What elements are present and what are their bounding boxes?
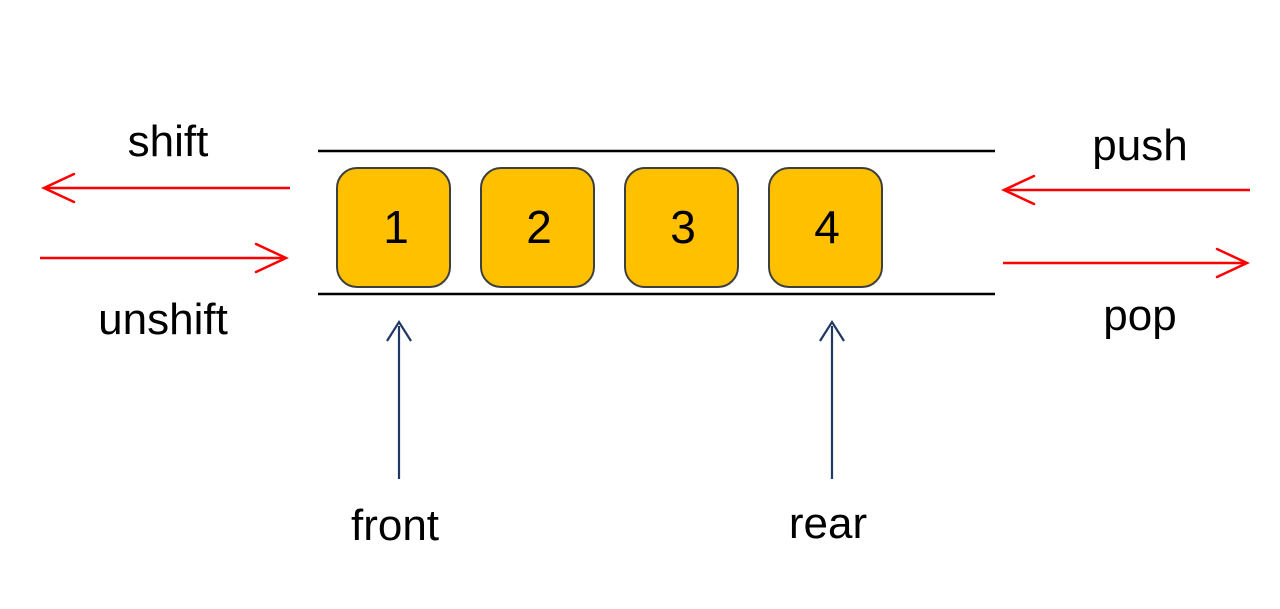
front-pointer: front xyxy=(351,319,439,550)
pop-label: pop xyxy=(1103,291,1176,340)
rear-pointer-head-icon xyxy=(819,319,845,342)
queue-item-box-4 xyxy=(768,167,883,288)
pop-arrow-head-icon xyxy=(1215,247,1250,279)
queue-item-4: 4 xyxy=(768,167,883,288)
front-pointer-head-icon xyxy=(386,319,412,342)
unshift-arrow-head-icon xyxy=(254,242,289,274)
shift-arrow-head-icon xyxy=(41,172,76,204)
shift-arrow xyxy=(41,172,290,204)
unshift-arrow xyxy=(40,242,289,274)
queue-item-box-2 xyxy=(480,167,595,288)
queue-item-box-3 xyxy=(624,167,739,288)
push-label: push xyxy=(1092,121,1187,170)
push-arrow xyxy=(1001,174,1250,206)
rear-label: rear xyxy=(789,499,867,548)
front-label: front xyxy=(351,501,439,550)
queue-item-box-1 xyxy=(336,167,451,288)
queue-item-value-4: 4 xyxy=(814,201,840,253)
queue-item-3: 3 xyxy=(624,167,739,288)
queue-item-value-1: 1 xyxy=(383,201,409,253)
rear-pointer: rear xyxy=(789,319,867,548)
pop-arrow xyxy=(1003,247,1250,279)
queue-item-value-3: 3 xyxy=(670,201,696,253)
queue-items: 1 2 3 4 xyxy=(336,167,883,288)
shift-label: shift xyxy=(128,117,209,166)
unshift-label: unshift xyxy=(98,295,228,344)
queue-item-2: 2 xyxy=(480,167,595,288)
push-arrow-head-icon xyxy=(1001,174,1036,206)
queue-item-1: 1 xyxy=(336,167,451,288)
queue-item-value-2: 2 xyxy=(526,201,552,253)
